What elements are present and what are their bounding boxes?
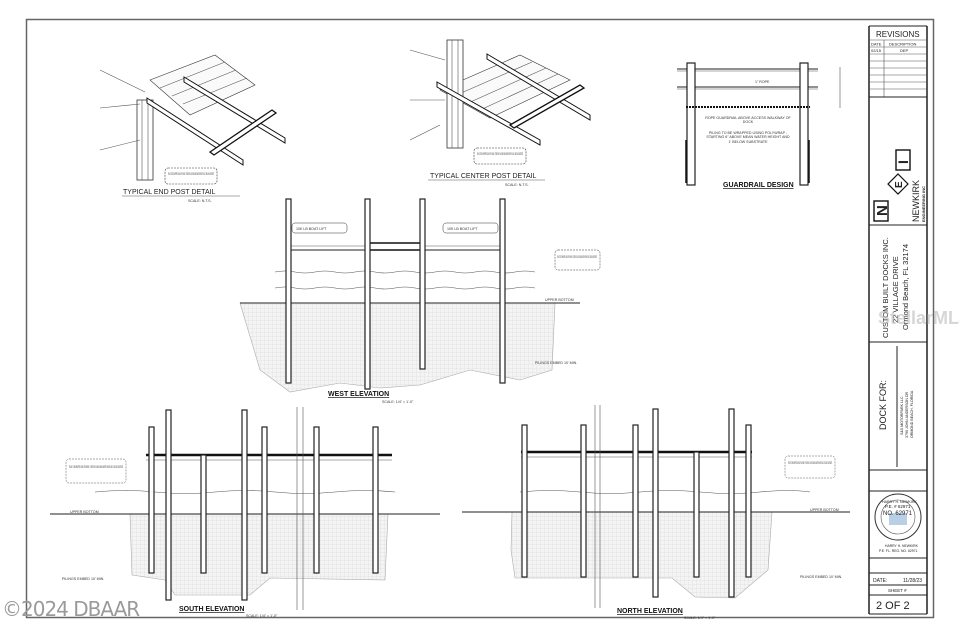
sheet-number: 2 OF 2 [876,600,910,612]
west-elevation-title: WEST ELEVATION [328,391,389,398]
rev-row-description: DEP [900,48,909,53]
project-address: 22 VILLAGE DRIVE [891,256,900,323]
upper-bottom-label: UPPER BOTTOM [810,508,839,512]
client-city: ORMOND BEACH, FLORIDA [910,390,914,438]
guardrail-title: GUARDRAIL DESIGN [723,182,794,189]
seal-number: NO. 62971 [883,511,913,517]
scale-label: SCALE: N.T.S. [188,199,212,203]
boat-lift-label: 10K LB BOAT LIFT [447,227,478,231]
end-post-title: TYPICAL END POST DETAIL [123,189,216,196]
upper-bottom-label: UPPER BOTTOM [545,298,574,302]
engineer-name: HARRY H. NEWKIRK [885,544,919,548]
embed-label: PILINGS EMBED 10' MIN. [62,577,104,581]
center-post-title: TYPICAL CENTER POST DETAIL [430,173,537,180]
west-piling-note: PILING TO BE WRAPPED USING POLYWRAP - ST… [557,255,597,259]
sheet-label: SHEET # [888,588,907,593]
seal-pe: P.E. # 62971 [885,504,911,509]
guardrail-design: 1" ROPE ROPE GUARDRAIL ABOVE ACCESS WALK… [677,62,841,189]
engineer-seal: HARRY H. NEWKIRK P.E. # 62971 NO. 62971 [874,493,922,541]
revisions-title: REVISIONS [876,30,920,39]
west-elevation: 10K LB BOAT LIFT 10K LB BOAT LIFT UPPER … [239,198,601,404]
firm-subtitle: ENGINEERING INC [921,186,926,222]
logo-e: E [894,181,905,188]
scale-label: SCALE: 1/4" = 1'-0" [246,614,278,618]
project-city: Ormond Beach, FL 32174 [901,244,910,330]
logo-i: I [895,160,911,164]
rev-header-date: DATE [871,42,882,47]
date-value: 11/28/23 [903,578,922,584]
sheet-border [25,18,935,619]
north-elevation-title: NORTH ELEVATION [617,608,683,615]
south-piling-note: PILING TO BE WRAPPED USING POLYWRAP - ST… [69,465,123,469]
rev-row-date: 02/15 [871,48,882,53]
embed-label: PILINGS EMBED 10' MIN. [535,361,577,365]
logo-n: N [874,205,891,216]
engineer-registration: P.E. FL. REG. NO. 62971 [879,549,917,553]
date-label: DATE: [873,578,887,584]
rope-label: 1" ROPE [755,80,770,84]
scale-label: SCALE: 1/4" = 1'-0" [382,400,414,404]
client-name: S&S MOTORPARK LLC [900,396,904,435]
south-elevation-title: SOUTH ELEVATION [179,606,244,613]
north-elevation: PILING TO BE WRAPPED USING POLYWRAP - ST… [462,405,850,620]
upper-bottom-label: UPPER BOTTOM [70,510,99,514]
project-contractor: CUSTOM BUILT DOCKS INC. [881,237,890,338]
south-elevation: PILING TO BE WRAPPED USING POLYWRAP - ST… [50,407,440,618]
scale-label: SCALE: N.T.S. [505,183,529,187]
boat-lift-label: 10K LB BOAT LIFT [296,227,327,231]
rev-header-description: DESCRIPTION [889,42,916,47]
copyright-watermark: ©2024 DBAAR [2,597,140,621]
firm-name: NEWKIRK [911,180,921,222]
rope-guardrail-note: ROPE GUARDRAIL ABOVE ACCESS WALKWAY OF D… [705,116,791,125]
seal-name: HARRY H. NEWKIRK [882,500,917,504]
title-block: REVISIONS DATE DESCRIPTION 02/15 DEP N E… [868,25,928,615]
center-post-note: PILING TO BE WRAPPED USING POLYWRAP - ST… [477,152,523,156]
end-post-note: PILING TO BE WRAPPED USING POLYWRAP - ST… [168,172,214,176]
mls-watermark: StellarMLS [878,308,960,328]
end-post-detail: PILING TO BE WRAPPED USING POLYWRAP - ST… [99,54,286,203]
client-address: 3790 JOHN ANDERSON DR [905,391,909,438]
scale-label: SCALE: 1/4" = 1'-0" [684,616,716,620]
north-piling-note: PILING TO BE WRAPPED USING POLYWRAP - ST… [788,461,832,465]
newkirk-logo: N E I [873,149,911,222]
embed-label: PILINGS EMBED 10' MIN. [800,575,842,579]
guardrail-piling-note: PILING TO BE WRAPPED USING POLYWRAP - ST… [706,131,790,144]
center-post-detail: PILING TO BE WRAPPED USING POLYWRAP - ST… [409,39,591,187]
dock-for-label: DOCK FOR: [878,380,888,430]
